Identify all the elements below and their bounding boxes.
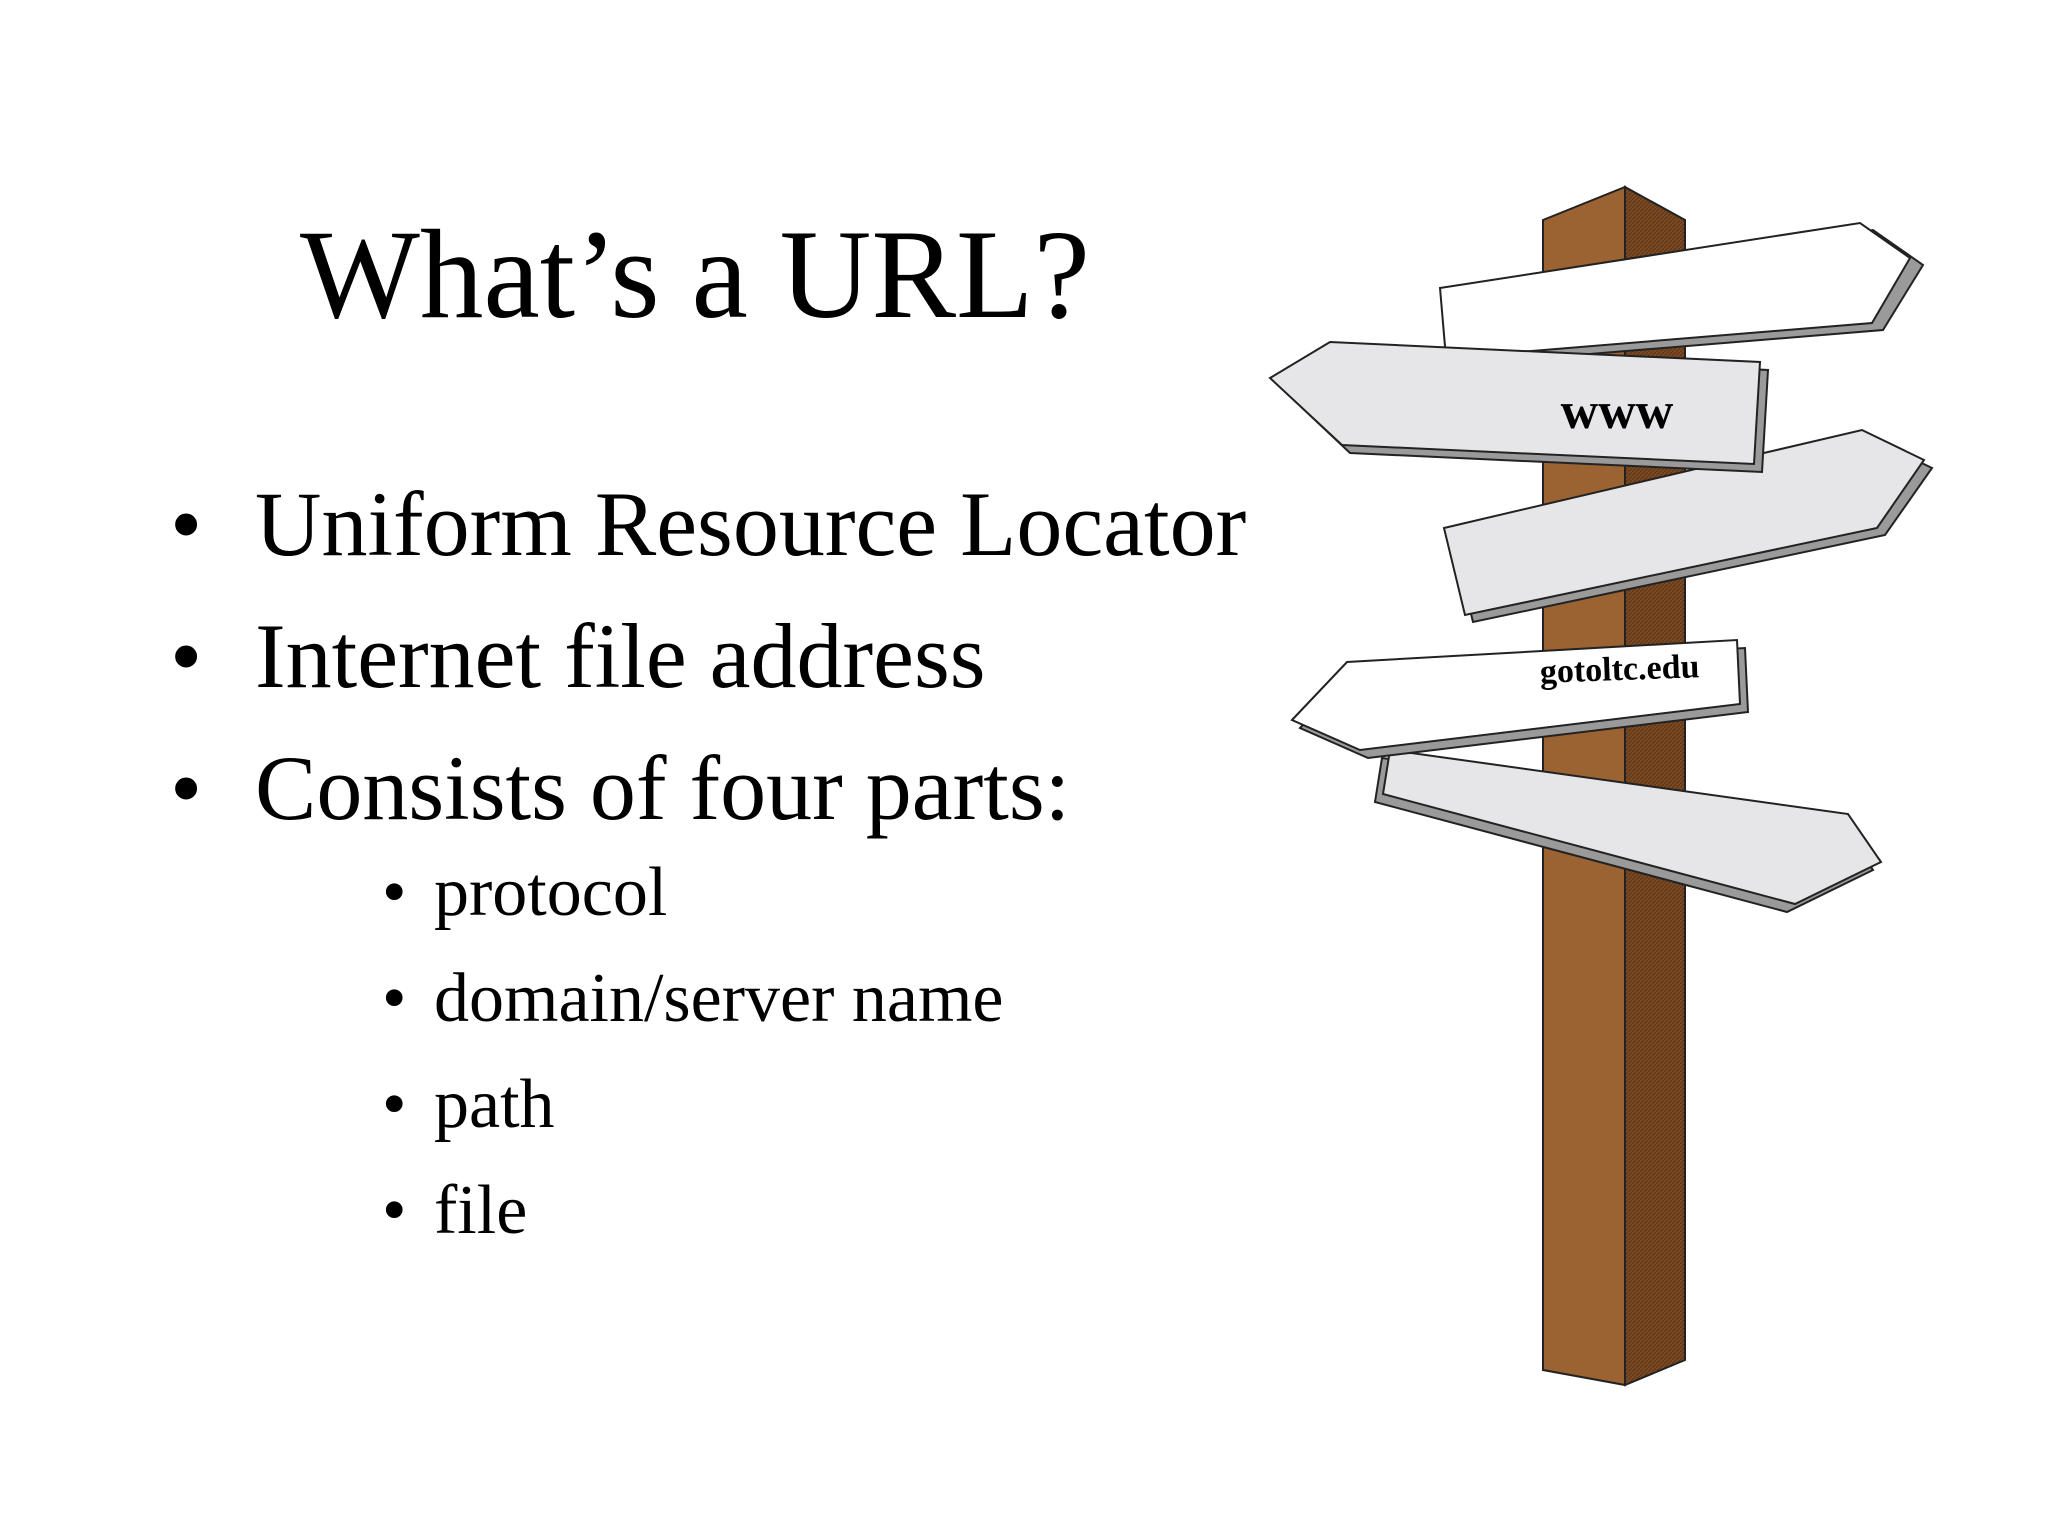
sub-bullet-item: • domain/server name: [382, 946, 1004, 1052]
bullet-marker: •: [170, 737, 203, 839]
signpost-illustration: www gotoltc.edu: [1268, 185, 1934, 1387]
sub-bullet-text: protocol: [434, 854, 668, 931]
bullet-item: • Internet file address: [170, 590, 1246, 722]
bullet-marker: •: [170, 473, 203, 575]
bullet-text: Consists of four parts:: [255, 737, 1071, 839]
sub-bullet-text: domain/server name: [434, 960, 1004, 1037]
sign-arrow-gotoltc: gotoltc.edu: [1290, 638, 1750, 760]
bullet-text: Internet file address: [255, 605, 986, 707]
sign-label-www: www: [1561, 383, 1674, 440]
sign-label-gotoltc: gotoltc.edu: [1539, 648, 1700, 691]
sub-bullet-marker: •: [382, 960, 407, 1037]
sub-bullet-item: • file: [382, 1158, 1004, 1264]
bullet-item: • Uniform Resource Locator: [170, 458, 1246, 590]
sign-arrow-top-right: [1438, 221, 1925, 367]
slide-title: What’s a URL?: [300, 205, 1090, 345]
sign-arrow-bottom-right: [1373, 748, 1883, 914]
sub-bullet-marker: •: [382, 1172, 407, 1249]
sign-arrow-www: www: [1268, 340, 1770, 474]
sub-bullet-text: file: [434, 1172, 528, 1249]
sub-bullet-item: • path: [382, 1052, 1004, 1158]
bullet-item: • Consists of four parts:: [170, 722, 1246, 854]
bullet-marker: •: [170, 605, 203, 707]
bullet-list: • Uniform Resource Locator • Internet fi…: [170, 458, 1246, 854]
sub-bullet-text: path: [434, 1066, 555, 1143]
sub-bullet-item: • protocol: [382, 840, 1004, 946]
sub-bullet-marker: •: [382, 854, 407, 931]
sign-arrow-middle-right: [1442, 428, 1934, 624]
sub-bullet-list: • protocol • domain/server name • path •…: [382, 840, 1004, 1264]
bullet-text: Uniform Resource Locator: [255, 473, 1247, 575]
sub-bullet-marker: •: [382, 1066, 407, 1143]
